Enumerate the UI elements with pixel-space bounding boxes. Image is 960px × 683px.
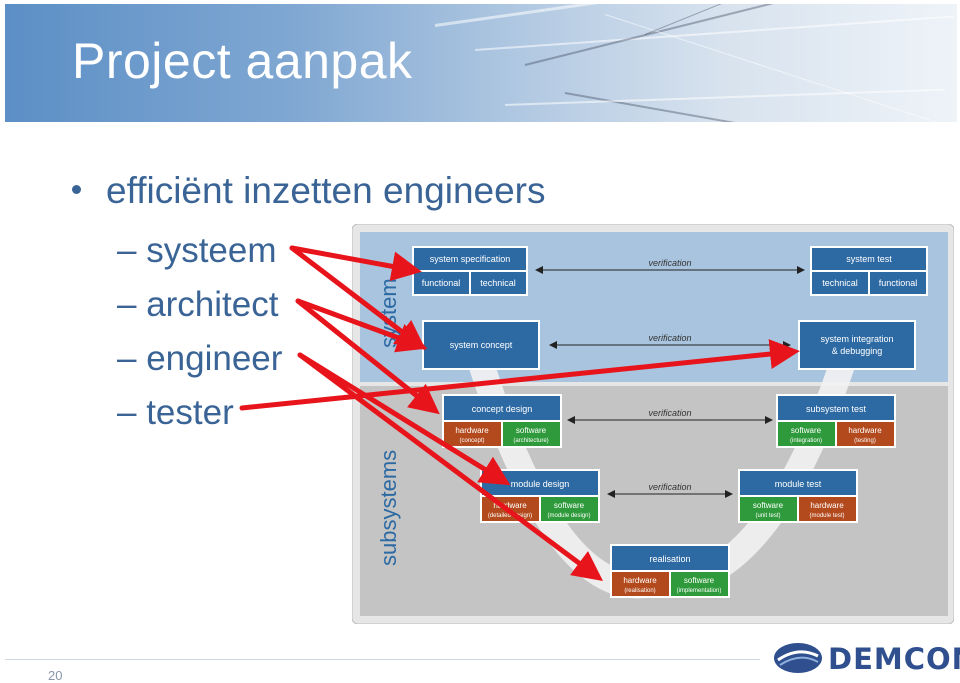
svg-text:technical: technical — [822, 278, 858, 288]
footer-divider — [5, 659, 760, 660]
sub-item-architect: – architect — [117, 285, 279, 324]
svg-text:(module design): (module design) — [547, 513, 590, 519]
v-model-diagram: system subsystems verification verificat… — [352, 224, 954, 624]
sub-item-engineer: – engineer — [117, 339, 283, 378]
red-arrow — [297, 352, 604, 581]
svg-text:hardware: hardware — [623, 576, 657, 585]
svg-text:module design: module design — [511, 479, 570, 489]
sub-item-tester: – tester — [117, 393, 234, 432]
system-integration-box: system integration & debugging — [798, 320, 916, 370]
red-arrow — [297, 352, 511, 486]
module-design-box: module design hardware (detailed design)… — [480, 469, 600, 523]
bullet-dot-icon — [72, 185, 81, 194]
red-arrow — [239, 339, 800, 411]
svg-text:(detailed design): (detailed design) — [488, 513, 532, 519]
red-arrow — [295, 298, 428, 353]
svg-text:technical: technical — [480, 278, 516, 288]
svg-text:(concept): (concept) — [459, 438, 484, 444]
svg-text:module test: module test — [775, 479, 822, 489]
svg-text:(unit test): (unit test) — [755, 513, 780, 519]
page-number: 20 — [48, 668, 63, 683]
svg-text:software: software — [516, 426, 547, 435]
svg-text:software: software — [791, 426, 822, 435]
svg-text:& debugging: & debugging — [832, 346, 883, 356]
verification-label: verification — [648, 482, 691, 492]
sub-item-systeem: – systeem — [117, 231, 277, 270]
system-concept-box: system concept — [422, 320, 540, 370]
subsystem-test-box: subsystem test software (integration) ha… — [776, 394, 896, 448]
slide-title: Project aanpak — [72, 33, 413, 89]
svg-text:system specification: system specification — [430, 254, 511, 264]
verification-label: verification — [648, 333, 691, 343]
svg-text:(integration): (integration) — [790, 438, 822, 444]
svg-text:(module test): (module test) — [809, 513, 844, 519]
svg-text:functional: functional — [879, 278, 918, 288]
svg-text:concept design: concept design — [472, 404, 533, 414]
red-arrow — [289, 245, 426, 351]
system-test-box: system test technical functional — [810, 246, 928, 296]
level-label-subsystems: subsystems — [376, 450, 401, 566]
svg-text:software: software — [554, 501, 585, 510]
svg-text:software: software — [753, 501, 784, 510]
svg-text:(implementation): (implementation) — [677, 588, 722, 594]
svg-text:realisation: realisation — [649, 554, 690, 564]
svg-text:hardware: hardware — [455, 426, 489, 435]
realisation-box: realisation hardware (realisation) softw… — [610, 544, 730, 598]
red-arrow — [289, 245, 422, 282]
svg-text:system integration: system integration — [820, 334, 893, 344]
system-specification-box: system specification functional technica… — [412, 246, 528, 296]
svg-text:functional: functional — [422, 278, 461, 288]
bullet-text: efficiënt inzetten engineers — [106, 170, 546, 211]
title-banner — [5, 4, 957, 122]
logo-text: DEMCON — [828, 642, 960, 676]
svg-text:subsystem test: subsystem test — [806, 404, 867, 414]
verification-label: verification — [648, 258, 691, 268]
concept-design-box: concept design hardware (concept) softwa… — [442, 394, 562, 448]
demcon-logo-icon — [774, 643, 822, 673]
svg-text:(realisation): (realisation) — [624, 588, 655, 594]
svg-text:(architecture): (architecture) — [513, 438, 548, 444]
svg-text:system test: system test — [846, 254, 892, 264]
svg-text:system concept: system concept — [450, 340, 513, 350]
module-test-box: module test software (unit test) hardwar… — [738, 469, 858, 523]
svg-text:software: software — [684, 576, 715, 585]
svg-text:hardware: hardware — [810, 501, 844, 510]
verification-label: verification — [648, 408, 691, 418]
svg-text:hardware: hardware — [848, 426, 882, 435]
svg-text:hardware: hardware — [493, 501, 527, 510]
svg-text:(testing): (testing) — [854, 438, 876, 444]
